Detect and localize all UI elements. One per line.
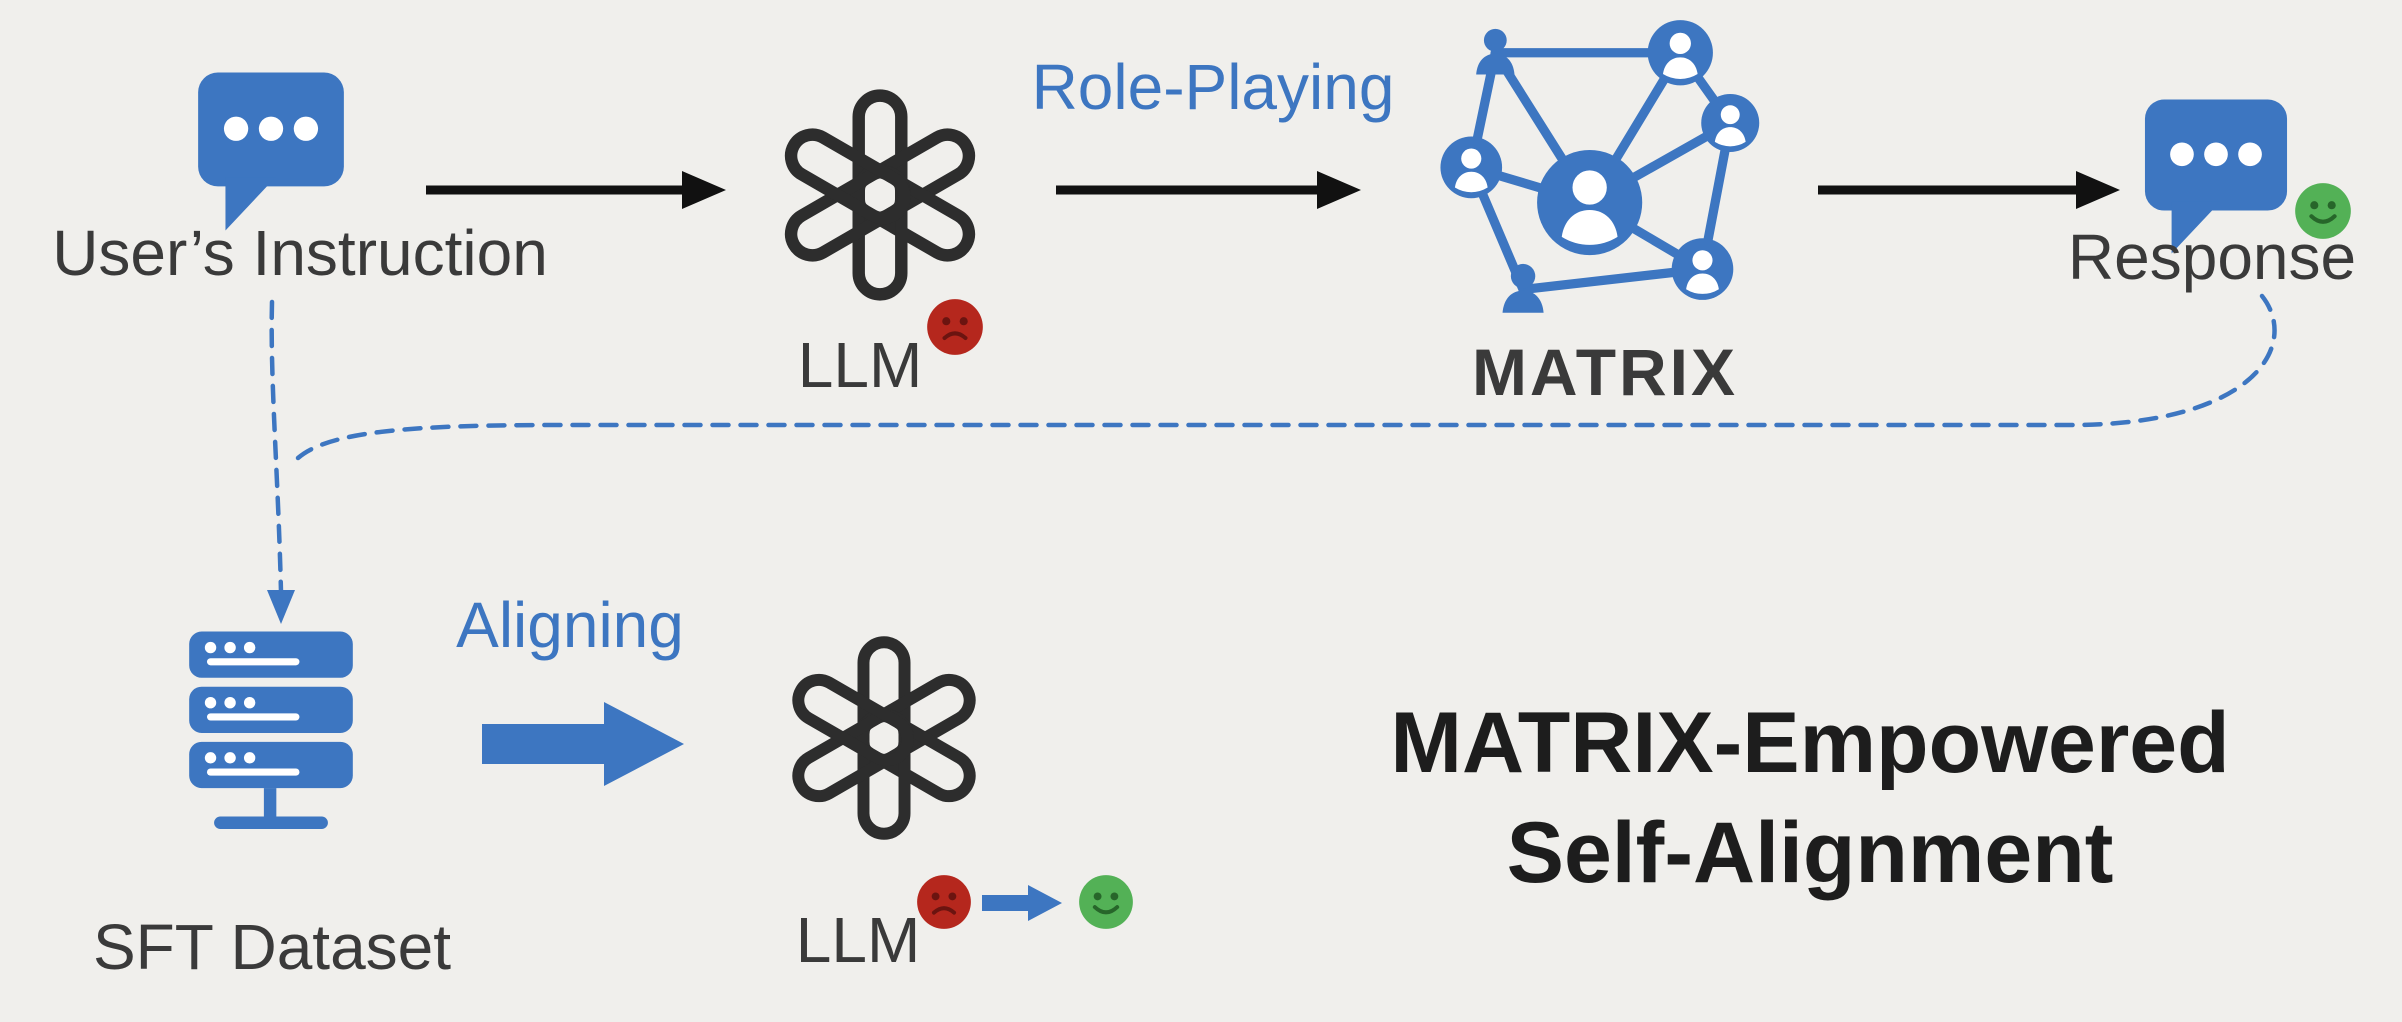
openai-logo-icon [770, 85, 990, 305]
agent-node-icon [1440, 136, 1503, 199]
agent-network-icon [1440, 20, 1760, 313]
agent-node-icon [1537, 149, 1643, 256]
arrow-matrix-to-response [1818, 171, 2120, 209]
happy-face-icon [2294, 182, 2352, 240]
improvement-arrow-icon [982, 885, 1062, 921]
arrow-llm-to-matrix [1056, 171, 1361, 209]
caption-line-1: MATRIX-Empowered [1390, 695, 2230, 791]
agent-node-icon [1701, 93, 1760, 152]
sad-face-icon [916, 874, 972, 930]
chat-bubble-icon [198, 72, 344, 231]
caption-line-2: Self-Alignment [1506, 805, 2114, 901]
aligning-label: Aligning [456, 589, 684, 661]
agent-node-icon [1671, 238, 1734, 300]
sad-face-icon [926, 298, 984, 356]
dashed-path-response-to-dataset [295, 293, 2277, 461]
role-playing-label: Role-Playing [1031, 51, 1395, 123]
dashed-arrowhead [267, 590, 295, 624]
happy-face-icon [1078, 874, 1134, 930]
llm-label: LLM [797, 329, 923, 401]
arrow-instruction-to-llm [426, 171, 726, 209]
aligning-arrow-icon [482, 702, 684, 786]
server-stack-icon [189, 631, 353, 829]
user-instruction-label: User’s Instruction [52, 217, 548, 289]
sft-dataset-label: SFT Dataset [92, 911, 452, 983]
dashed-path-instruction-to-dataset [269, 299, 284, 595]
agent-node-icon [1647, 20, 1713, 86]
llm-aligned-label: LLM [795, 904, 921, 976]
matrix-label: MATRIX [1471, 335, 1739, 409]
openai-logo-icon [778, 632, 990, 844]
